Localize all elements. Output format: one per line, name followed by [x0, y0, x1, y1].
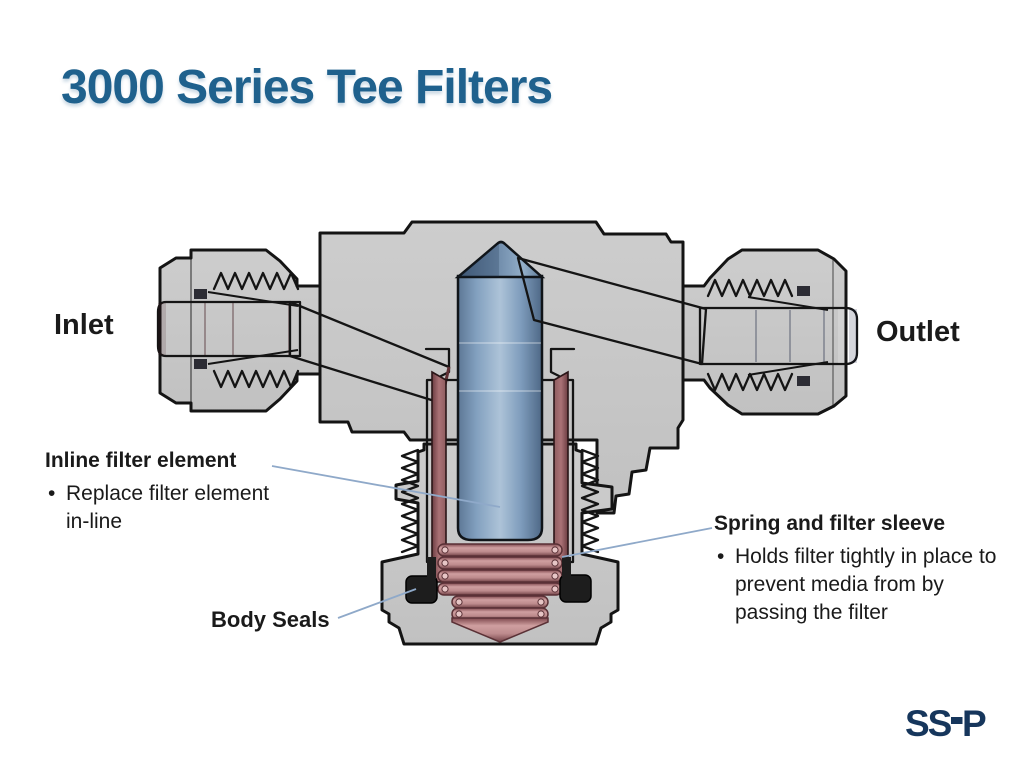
ssp-logo: SS P	[905, 703, 988, 744]
body-seal-right-lip	[562, 557, 571, 577]
body-seals	[405, 557, 592, 604]
inlet-ferrule-lines	[207, 291, 299, 365]
callout-line-body-seals	[337, 588, 417, 619]
spring-wire-dots	[441, 546, 559, 618]
inlet-tube-horizontal	[156, 300, 302, 358]
callout-spring-sleeve-heading: Spring and filter sleeve	[714, 512, 946, 535]
cap-thread-right	[580, 448, 600, 554]
inlet-nut-details	[194, 271, 300, 389]
filter-cylinder	[456, 274, 544, 542]
spring-coil	[437, 582, 563, 596]
filter-cone-facet	[458, 243, 499, 277]
outlet-ferrule-lines	[747, 296, 829, 376]
filter-sleeve	[431, 370, 569, 583]
inlet-label: Inlet	[54, 309, 114, 341]
inlet-ferrule-block-top	[194, 289, 207, 299]
callout-spring-sleeve: Spring and filter sleeve Holds filter ti…	[714, 511, 1014, 627]
spring-coil	[437, 556, 563, 570]
outlet-tube-rings	[755, 310, 825, 362]
outlet-label: Outlet	[876, 316, 960, 348]
callout-lines	[271, 465, 713, 619]
inlet-thread-bottom	[212, 369, 300, 389]
spring-coil	[437, 543, 563, 557]
outlet-tube-horizontal	[698, 306, 859, 366]
callout-inline-filter-heading: Inline filter element	[45, 449, 237, 472]
ssp-logo-p: P	[962, 703, 986, 744]
bore-steps	[424, 347, 576, 378]
inlet-thread-top	[212, 271, 300, 291]
bore-step-right	[549, 347, 576, 378]
body-seals-label: Body Seals	[211, 607, 330, 632]
body-seal-right	[559, 574, 592, 603]
spring-coil	[437, 569, 563, 583]
outlet-ferrule-block-bottom	[797, 376, 810, 386]
callout-spring-sleeve-list: Holds filter tightly in place to prevent…	[714, 543, 1014, 627]
body-seal-left	[405, 575, 438, 604]
outlet-flow-tube	[516, 256, 859, 366]
bore-step-left	[424, 347, 451, 378]
page-title: 3000 Series Tee Filters	[61, 61, 553, 114]
outlet-nut-details	[706, 278, 829, 392]
callout-inline-filter-bullet: Replace filter element in-line	[45, 480, 297, 536]
outlet-ferrule-block-top	[797, 286, 810, 296]
filter-spring	[437, 543, 563, 643]
filter-element	[454, 240, 546, 542]
spring-tip	[451, 617, 549, 643]
ssp-logo-dash	[951, 717, 963, 724]
spring-coil	[451, 595, 549, 609]
body-seal-left-lip	[427, 557, 436, 579]
callout-spring-sleeve-bullet: Holds filter tightly in place to prevent…	[714, 543, 1014, 627]
cap-thread-left	[400, 448, 420, 554]
inlet-ferrule-block-bottom	[194, 359, 207, 369]
ssp-logo-ss: SS	[905, 703, 952, 744]
callout-inline-filter: Inline filter element Replace filter ele…	[45, 448, 297, 536]
callout-line-spring-sleeve	[561, 527, 713, 558]
filter-seam-lines	[459, 342, 541, 392]
outlet-tube-highlight	[838, 309, 844, 363]
inlet-tube-endcap	[158, 303, 166, 355]
callout-line-inline-filter	[271, 465, 501, 508]
callout-inline-filter-list: Replace filter element in-line	[45, 480, 297, 536]
outlet-thread-top	[706, 278, 794, 298]
outlet-tube-endcap	[849, 309, 857, 363]
